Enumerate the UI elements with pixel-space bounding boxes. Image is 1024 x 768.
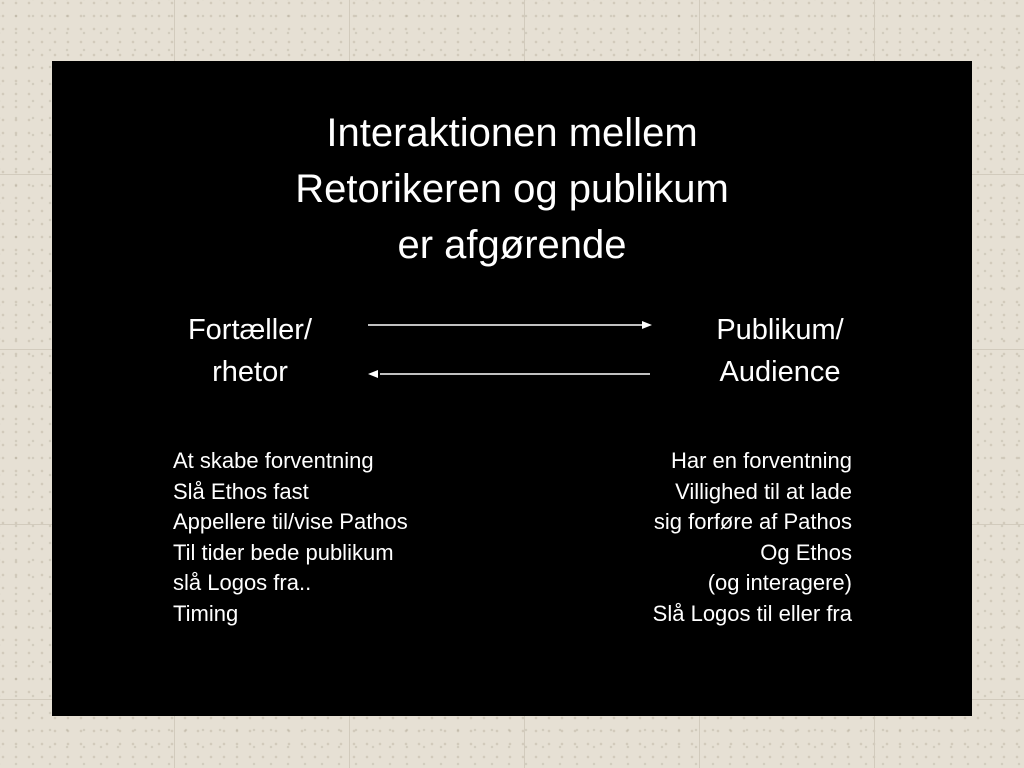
speaker-tasks-list: At skabe forventning Slå Ethos fast Appe… (173, 446, 408, 629)
audience-label: Publikum/ Audience (692, 309, 868, 393)
list-item: Til tider bede publikum (173, 539, 394, 565)
speaker-label: Fortæller/ rhetor (162, 309, 338, 393)
list-item: Slå Logos til eller fra (652, 600, 852, 626)
interaction-arrows (368, 321, 652, 378)
list-item: At skabe forventning (173, 448, 374, 473)
list-item: Slå Ethos fast (173, 478, 309, 504)
slide-title: Interaktionen mellem Retorikeren og publ… (52, 105, 972, 273)
speaker-label-line: Fortæller/ (187, 314, 313, 346)
audience-label-line: Audience (719, 356, 841, 388)
title-line: Retorikeren og publikum (295, 167, 729, 211)
title-line: Interaktionen mellem (326, 111, 698, 155)
list-item: Og Ethos (760, 539, 852, 565)
list-item: sig forføre af Pathos (653, 509, 852, 534)
speaker-label-line: rhetor (212, 356, 288, 388)
list-item: Har en forventning (671, 448, 852, 473)
list-item: Timing (173, 600, 239, 626)
list-item: Villighed til at lade (675, 478, 852, 504)
list-item: slå Logos fra.. (173, 570, 312, 595)
list-item: (og interagere) (707, 570, 852, 595)
slide: Interaktionen mellem Retorikeren og publ… (52, 61, 972, 716)
arrow-left (368, 370, 650, 378)
audience-traits-list: Har en forventning Villighed til at lade… (653, 446, 852, 629)
arrow-right (368, 321, 652, 329)
audience-label-line: Publikum/ (716, 314, 844, 346)
title-line: er afgørende (397, 223, 627, 267)
list-item: Appellere til/vise Pathos (173, 509, 408, 534)
